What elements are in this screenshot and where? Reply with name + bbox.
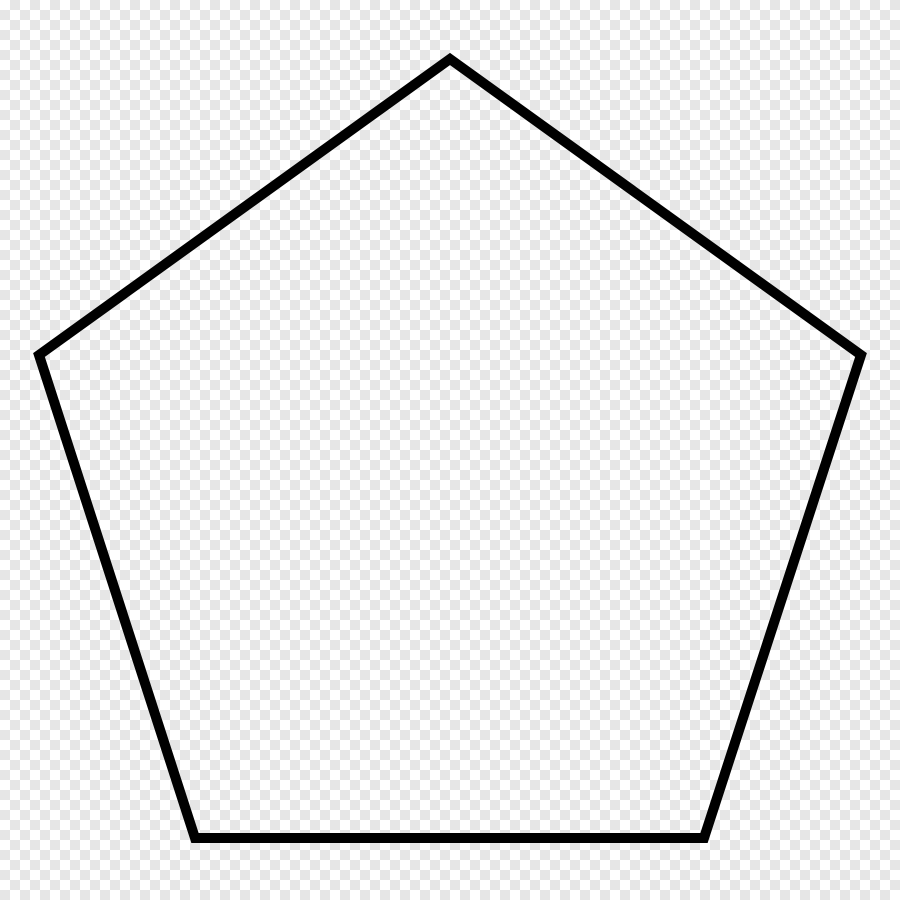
pentagon-shape [33, 52, 867, 843]
